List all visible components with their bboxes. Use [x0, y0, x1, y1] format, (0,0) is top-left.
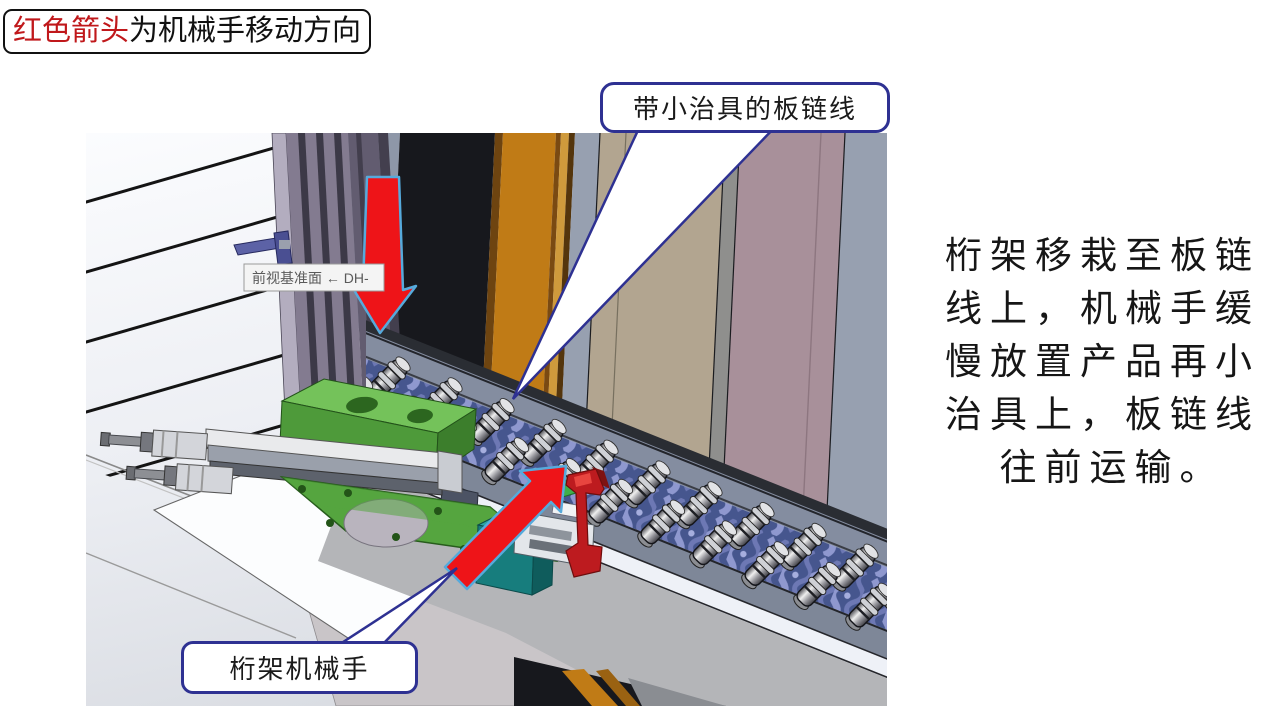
- legend-black-part: 为机械手移动方向: [129, 15, 362, 47]
- cad-plane-tooltip: 前视基准面 ← DH-: [243, 263, 385, 292]
- red-arrow-diagonal-icon: [443, 464, 568, 591]
- side-note-line: 往前运输。: [999, 448, 1225, 489]
- legend-text: 红色箭头为机械手移动方向: [13, 11, 361, 52]
- side-note-line: 慢放置产品再小: [945, 342, 1260, 383]
- cad-image: 前视基准面 ← DH-: [86, 133, 887, 706]
- robot-arm: [99, 378, 610, 596]
- side-note-line: 线上，机械手缓: [945, 289, 1260, 330]
- callout-robot-label: 桁架机械手: [229, 655, 370, 684]
- side-note-line: 治具上，板链线: [945, 395, 1260, 436]
- callout-chain-line-label: 带小治具的板链线: [632, 95, 857, 124]
- gripper: [565, 467, 610, 578]
- side-note-line: 桁架移栽至板链: [945, 236, 1260, 277]
- callout-robot: 桁架机械手: [181, 641, 418, 694]
- under-structure: [514, 657, 726, 706]
- callout-chain-line: 带小治具的板链线: [600, 82, 890, 133]
- conveyor-apron: [318, 391, 887, 706]
- column-clamp: [233, 230, 293, 266]
- legend-red-part: 红色箭头: [13, 15, 130, 47]
- legend-box: 红色箭头为机械手移动方向: [3, 9, 372, 54]
- pneumatic-cylinders: [99, 429, 234, 495]
- side-note: 桁架移栽至板链 线上，机械手缓 慢放置产品再小 治具上，板链线 往前运输。: [945, 230, 1279, 495]
- tooltip-text: 前视基准面 ← DH-: [252, 270, 369, 286]
